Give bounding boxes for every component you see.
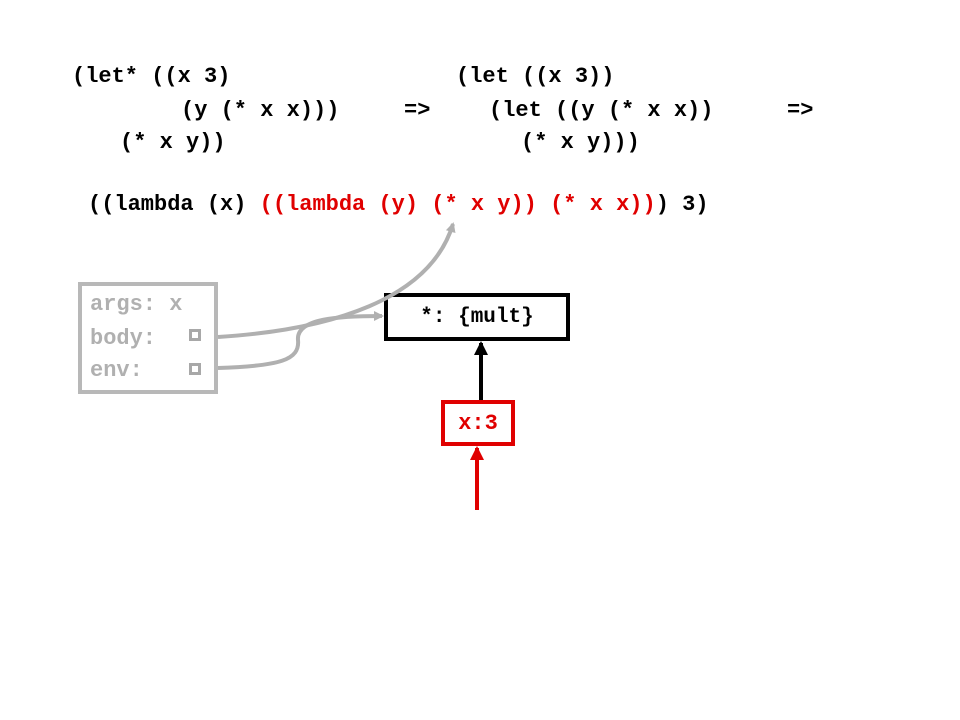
nested-let-line-3: (* x y))) (521, 130, 640, 155)
lambda-prefix: ((lambda (x) (88, 192, 260, 217)
lambda-expression: ((lambda (x) ((lambda (y) (* x y)) (* x … (88, 194, 709, 216)
lambda-highlight: ((lambda (y) (* x y)) (* x x)) (259, 192, 656, 217)
current-frame: x:3 (441, 400, 515, 446)
env-arrow (217, 311, 384, 370)
let-star-line-2: (y (* x x))) (181, 98, 340, 123)
nested-let-line-2: (let ((y (* x x)) (489, 98, 714, 123)
arrow-2: => (787, 98, 814, 123)
procedure-args: args: x (90, 292, 183, 317)
let-star-line-3: (* x y)) (120, 130, 226, 155)
arrow-1: => (404, 98, 431, 123)
body-pointer (189, 329, 201, 341)
let-star-line-1: (let* ((x 3) (72, 64, 231, 89)
procedure-body-label: body: (90, 326, 157, 351)
env-pointer (189, 363, 201, 375)
procedure-env-label: env: (90, 358, 143, 383)
body-arrow (217, 222, 456, 339)
global-frame: *: {mult} (384, 293, 570, 341)
lambda-suffix: ) 3) (655, 192, 709, 217)
procedure-object: args: x body: env: (78, 282, 218, 394)
nested-let-line-1: (let ((x 3)) (456, 64, 615, 89)
